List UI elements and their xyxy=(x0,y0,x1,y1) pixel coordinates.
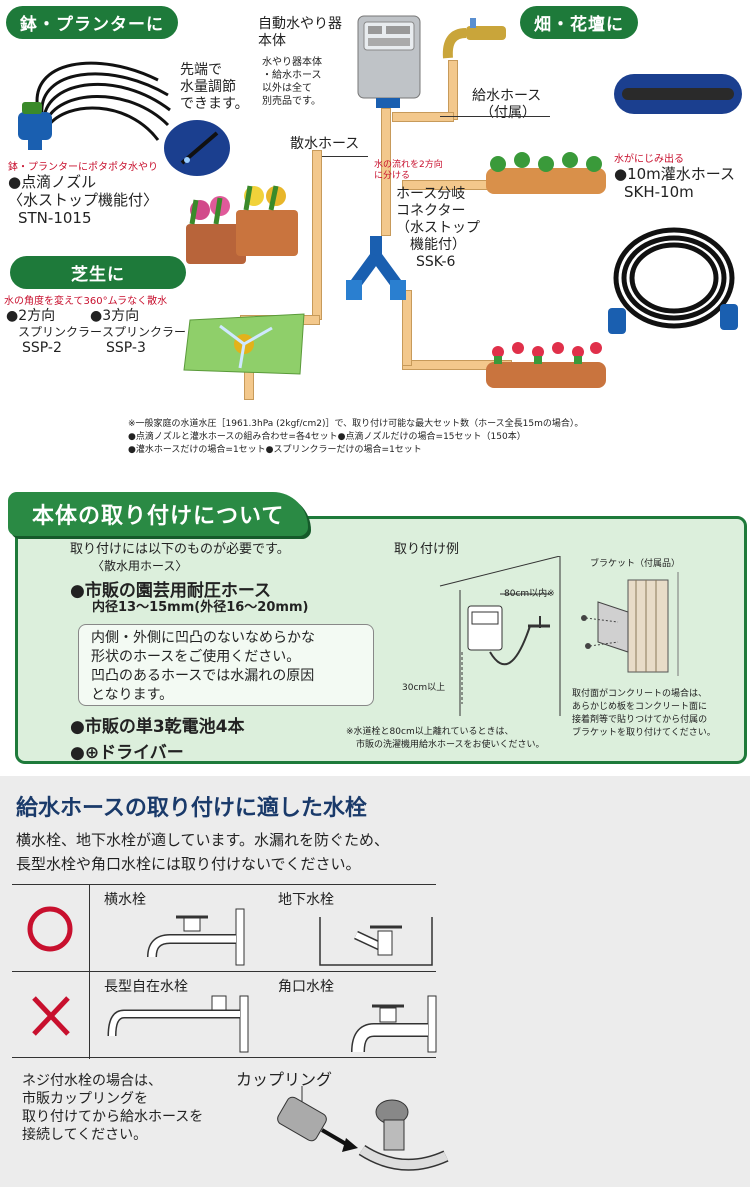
install-item-hose: ●市販の園芸用耐圧ホース xyxy=(70,581,271,601)
bracket-diagram xyxy=(581,572,679,676)
supply-hose-label: 給水ホース （付属） xyxy=(472,88,542,121)
faucet-square-label: 角口水栓 xyxy=(278,979,334,995)
install-title: 本体の取り付けについて xyxy=(8,492,309,536)
install-intro: 取り付けには以下のものが必要です。 xyxy=(70,542,290,557)
field-flowerbed-heading: 畑・花壇に xyxy=(520,6,638,39)
sprinkler-three-way-info: ●3方向 スプリンクラー SSP-3 xyxy=(90,308,187,356)
faucet-underground-label: 地下水栓 xyxy=(278,892,334,908)
main-unit-note: 水やり器本体 ・給水ホース 以外は全て 別売品です。 xyxy=(262,57,322,107)
sprinkler-two-way-info: ●2方向 スプリンクラー SSP-2 xyxy=(6,308,103,356)
faucet-image xyxy=(442,18,506,59)
coupling-label: カップリング xyxy=(236,1070,333,1089)
main-unit-title: 自動水やり器 本体 xyxy=(258,16,342,49)
soaker-hose-coil-image xyxy=(608,227,738,334)
concrete-surface-note: 取付面がコンクリートの場合は、 あらかじめ板をコンクリート面に 接着剤等で貼りつ… xyxy=(572,689,716,738)
install-height-label: 30cm以上 xyxy=(402,683,446,693)
spray-hose-label: 散水ホース xyxy=(290,136,360,152)
faucet-long-label: 長型自在水栓 xyxy=(104,979,188,995)
hose-main-vertical xyxy=(381,108,391,236)
splitter-name: ホース分岐 コネクター （水ストップ 機能付） SSK-6 xyxy=(396,186,480,270)
install-example-title: 取り付け例 xyxy=(394,542,460,557)
install-hose-note: 〈散水用ホース〉 xyxy=(92,559,188,573)
lawn-sprinkler-image xyxy=(183,313,305,375)
square-faucet-icon xyxy=(351,995,437,1053)
install-item-screwdriver: ●⊕ドライバー xyxy=(70,743,184,763)
flower-bed-image xyxy=(486,342,606,388)
spray-hose-leader xyxy=(322,156,368,157)
pot-planter-heading: 鉢・プランターに xyxy=(6,6,178,39)
install-item-hose-size: 内径13～15mm(外径16～20mm) xyxy=(92,600,309,615)
soaker-hose-info: 水がにじみ出る ●10m灌水ホース SKH-10m xyxy=(614,154,736,201)
horizontal-faucet-icon xyxy=(147,908,245,966)
faucet-row-unsuitable: 長型自在水栓 角口水栓 xyxy=(12,972,437,1059)
faucet-row-suitable: 横水栓 地下水栓 xyxy=(12,885,436,972)
underground-faucet-icon xyxy=(319,917,433,966)
nozzle-adjust-note: 先端で 水量調節 できます。 xyxy=(180,62,249,112)
splitter-connector-image xyxy=(346,236,406,300)
ng-cross-icon xyxy=(12,972,90,1059)
long-faucet-icon xyxy=(107,995,249,1053)
ok-circle-icon xyxy=(12,885,90,972)
install-hose-warning-box: 内側・外側に凹凸のないなめらかな 形状のホースをご使用ください。 凹凸のあるホー… xyxy=(78,624,374,706)
bracket-label: ブラケット（付属品） xyxy=(590,559,681,569)
faucet-suitability-table: 横水栓 地下水栓 長型自在水栓 角口水栓 xyxy=(12,884,437,1059)
capacity-footnotes: ※一般家庭の水道水圧［1961.3hPa (2kgf/cm2)］で、取り付け可能… xyxy=(128,419,584,455)
faucet-horizontal-label: 横水栓 xyxy=(104,892,146,908)
timer-unit-image xyxy=(357,15,421,108)
splitter-info: 水の流れを2方向 に分ける xyxy=(374,160,443,181)
faucet-section xyxy=(0,776,750,1187)
install-distance-label: 80cm以内※ xyxy=(504,589,555,599)
hose-right-vertical xyxy=(402,290,412,366)
sprinkler-red-note: 水の角度を変えて360°ムラなく散水 xyxy=(4,296,168,307)
faucet-section-title: 給水ホースの取り付けに適した水栓 xyxy=(16,796,367,821)
install-diagram-note: ※水道栓と80cm以上離れているときは、 市販の洗濯機用給水ホースをお使いくださ… xyxy=(346,727,545,750)
install-diagram xyxy=(439,556,561,716)
drip-nozzle-image xyxy=(18,61,171,150)
faucet-section-desc: 横水栓、地下水栓が適しています。水漏れを防ぐため、 長型水栓や角口水栓には取り付… xyxy=(16,831,390,873)
drip-nozzle-info: 鉢・プランターにポタポタ水やり ●点滴ノズル 〈水ストップ機能付〉 STN-10… xyxy=(8,162,159,227)
threaded-faucet-note: ネジ付水栓の場合は、 市販カップリングを 取り付けてから給水ホースを 接続してく… xyxy=(22,1073,204,1143)
coupling-diagram xyxy=(277,1086,449,1171)
hose-left-vertical xyxy=(312,150,322,320)
nozzle-closeup-image xyxy=(164,120,230,176)
hose-supply-horizontal xyxy=(392,112,454,122)
supply-hose-leader xyxy=(440,116,550,117)
hose-supply-vertical xyxy=(448,60,458,120)
soaker-hose-closeup-image xyxy=(614,74,742,114)
lawn-heading: 芝生に xyxy=(10,256,186,289)
vegetable-bed-image xyxy=(486,152,606,194)
install-item-battery: ●市販の単3乾電池4本 xyxy=(70,717,245,737)
planter-image xyxy=(186,185,298,264)
